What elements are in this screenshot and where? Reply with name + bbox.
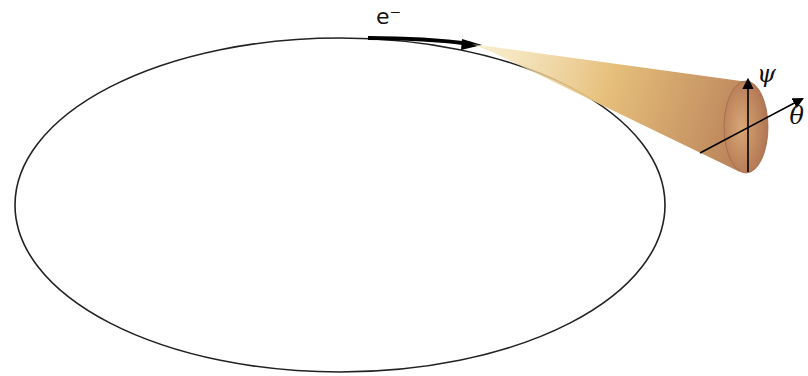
cone-cross-section (724, 81, 768, 173)
radiation-cone (472, 44, 748, 172)
axis-label: θ (790, 104, 804, 128)
theta-axis (700, 99, 802, 153)
electron-arrowhead (461, 39, 482, 50)
electron-label: e⁻ (376, 6, 401, 28)
axis-label: ψ (757, 62, 776, 86)
psi-axis (747, 80, 749, 172)
electron-path (368, 38, 472, 44)
